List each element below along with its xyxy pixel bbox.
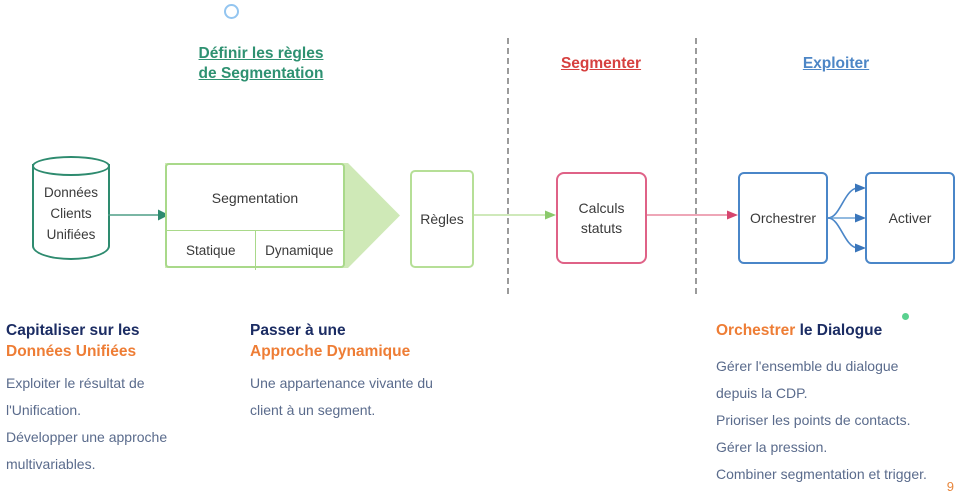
box-orchestrer: Orchestrer: [738, 172, 828, 264]
decorative-circle-icon: [224, 4, 239, 19]
text-block-1-body: Exploiter le résultat de l'Unification. …: [6, 375, 168, 472]
text-block-3-title-line1: Orchestrer: [716, 322, 796, 339]
datastore-cylinder: Données Clients Unifiées: [32, 156, 110, 268]
segmentation-subtypes: Statique Dynamique: [167, 231, 343, 270]
text-block-2-title-line1: Passer à une: [250, 322, 346, 339]
text-block-3-title: Orchestrer le Dialogue: [716, 320, 960, 341]
decorative-dot-icon: [902, 313, 909, 320]
segmentation-cell-dynamique: Dynamique: [254, 231, 344, 270]
text-block-1-title-line1: Capitaliser sur les: [6, 322, 140, 339]
phase-header-definir: Définir les règles de Segmentation: [198, 45, 324, 82]
arrow-calculs-to-orchestrer: [647, 208, 741, 222]
cylinder-body: [32, 164, 110, 260]
box-calculs-statuts: Calculs statuts: [556, 172, 647, 264]
phase-header-segmenter: Segmenter: [560, 55, 642, 72]
phase-header-exploiter: Exploiter: [802, 55, 870, 72]
segmentation-title: Segmentation: [167, 165, 343, 231]
phase-divider-2: [695, 38, 697, 294]
phase-divider-1: [507, 38, 509, 294]
text-block-2-title-line2: Approche Dynamique: [250, 343, 411, 360]
arrows-orchestrer-to-activer: [826, 170, 870, 266]
box-regles: Règles: [410, 170, 474, 268]
text-block-passer: Passer à une Approche Dynamique Une appa…: [250, 320, 480, 424]
text-block-capitaliser: Capitaliser sur les Données Unifiées Exp…: [6, 320, 221, 478]
segmentation-cell-statique: Statique: [185, 243, 236, 258]
text-block-1-title-line2: Données Unifiées: [6, 343, 137, 360]
text-block-orchestrer: Orchestrer le Dialogue Gérer l'ensemble …: [716, 320, 960, 488]
box-activer: Activer: [865, 172, 955, 264]
text-block-3-body: Gérer l'ensemble du dialogue depuis la C…: [716, 358, 927, 482]
text-block-2-title: Passer à une Approche Dynamique: [250, 320, 480, 362]
text-block-2-body: Une appartenance vivante du client à un …: [250, 375, 433, 418]
datastore-label: Données Clients Unifiées: [43, 185, 99, 242]
arrow-regles-to-calculs: [474, 208, 558, 222]
cylinder-top-ellipse: [32, 156, 110, 176]
text-block-1-title: Capitaliser sur les Données Unifiées: [6, 320, 221, 362]
text-block-3-title-line2: le Dialogue: [795, 322, 883, 339]
page-number: 9: [946, 479, 954, 494]
segmentation-box: Segmentation Statique Dynamique: [165, 163, 345, 270]
arrow-datastore-to-segmentation: [108, 205, 170, 225]
